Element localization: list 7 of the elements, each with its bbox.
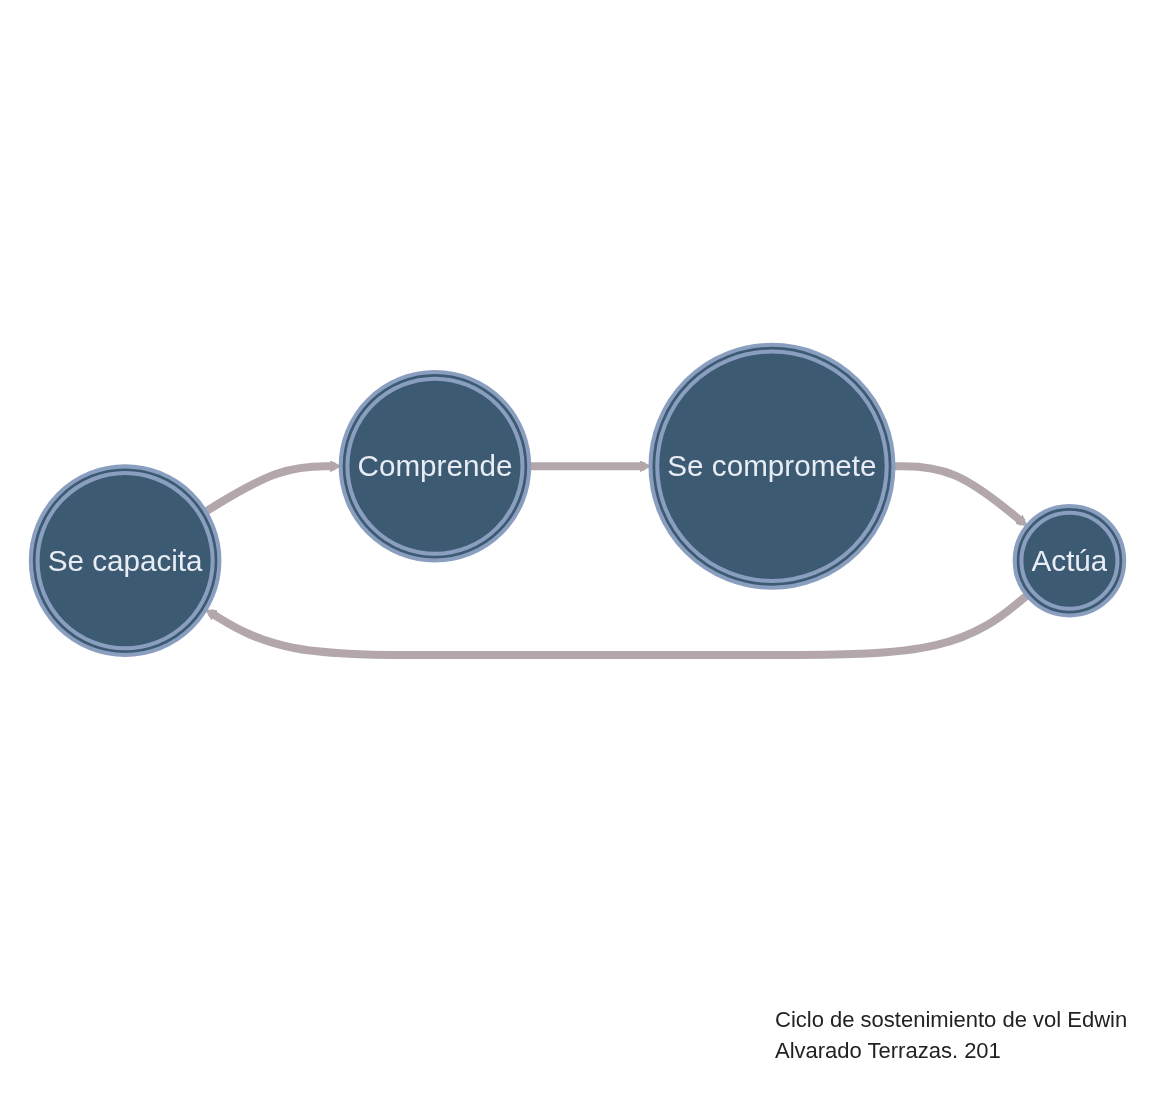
node-circle: Comprende (338, 370, 532, 563)
caption: Ciclo de sostenimiento de vol Edwin Alvarado Terrazas. 201 (775, 1006, 1129, 1065)
arrow (205, 592, 1030, 660)
node-circle: Se capacita (28, 464, 222, 658)
node-circle: Actúa (1012, 503, 1127, 618)
node-circle: Se compromete (648, 342, 896, 590)
arrow (893, 462, 1028, 527)
